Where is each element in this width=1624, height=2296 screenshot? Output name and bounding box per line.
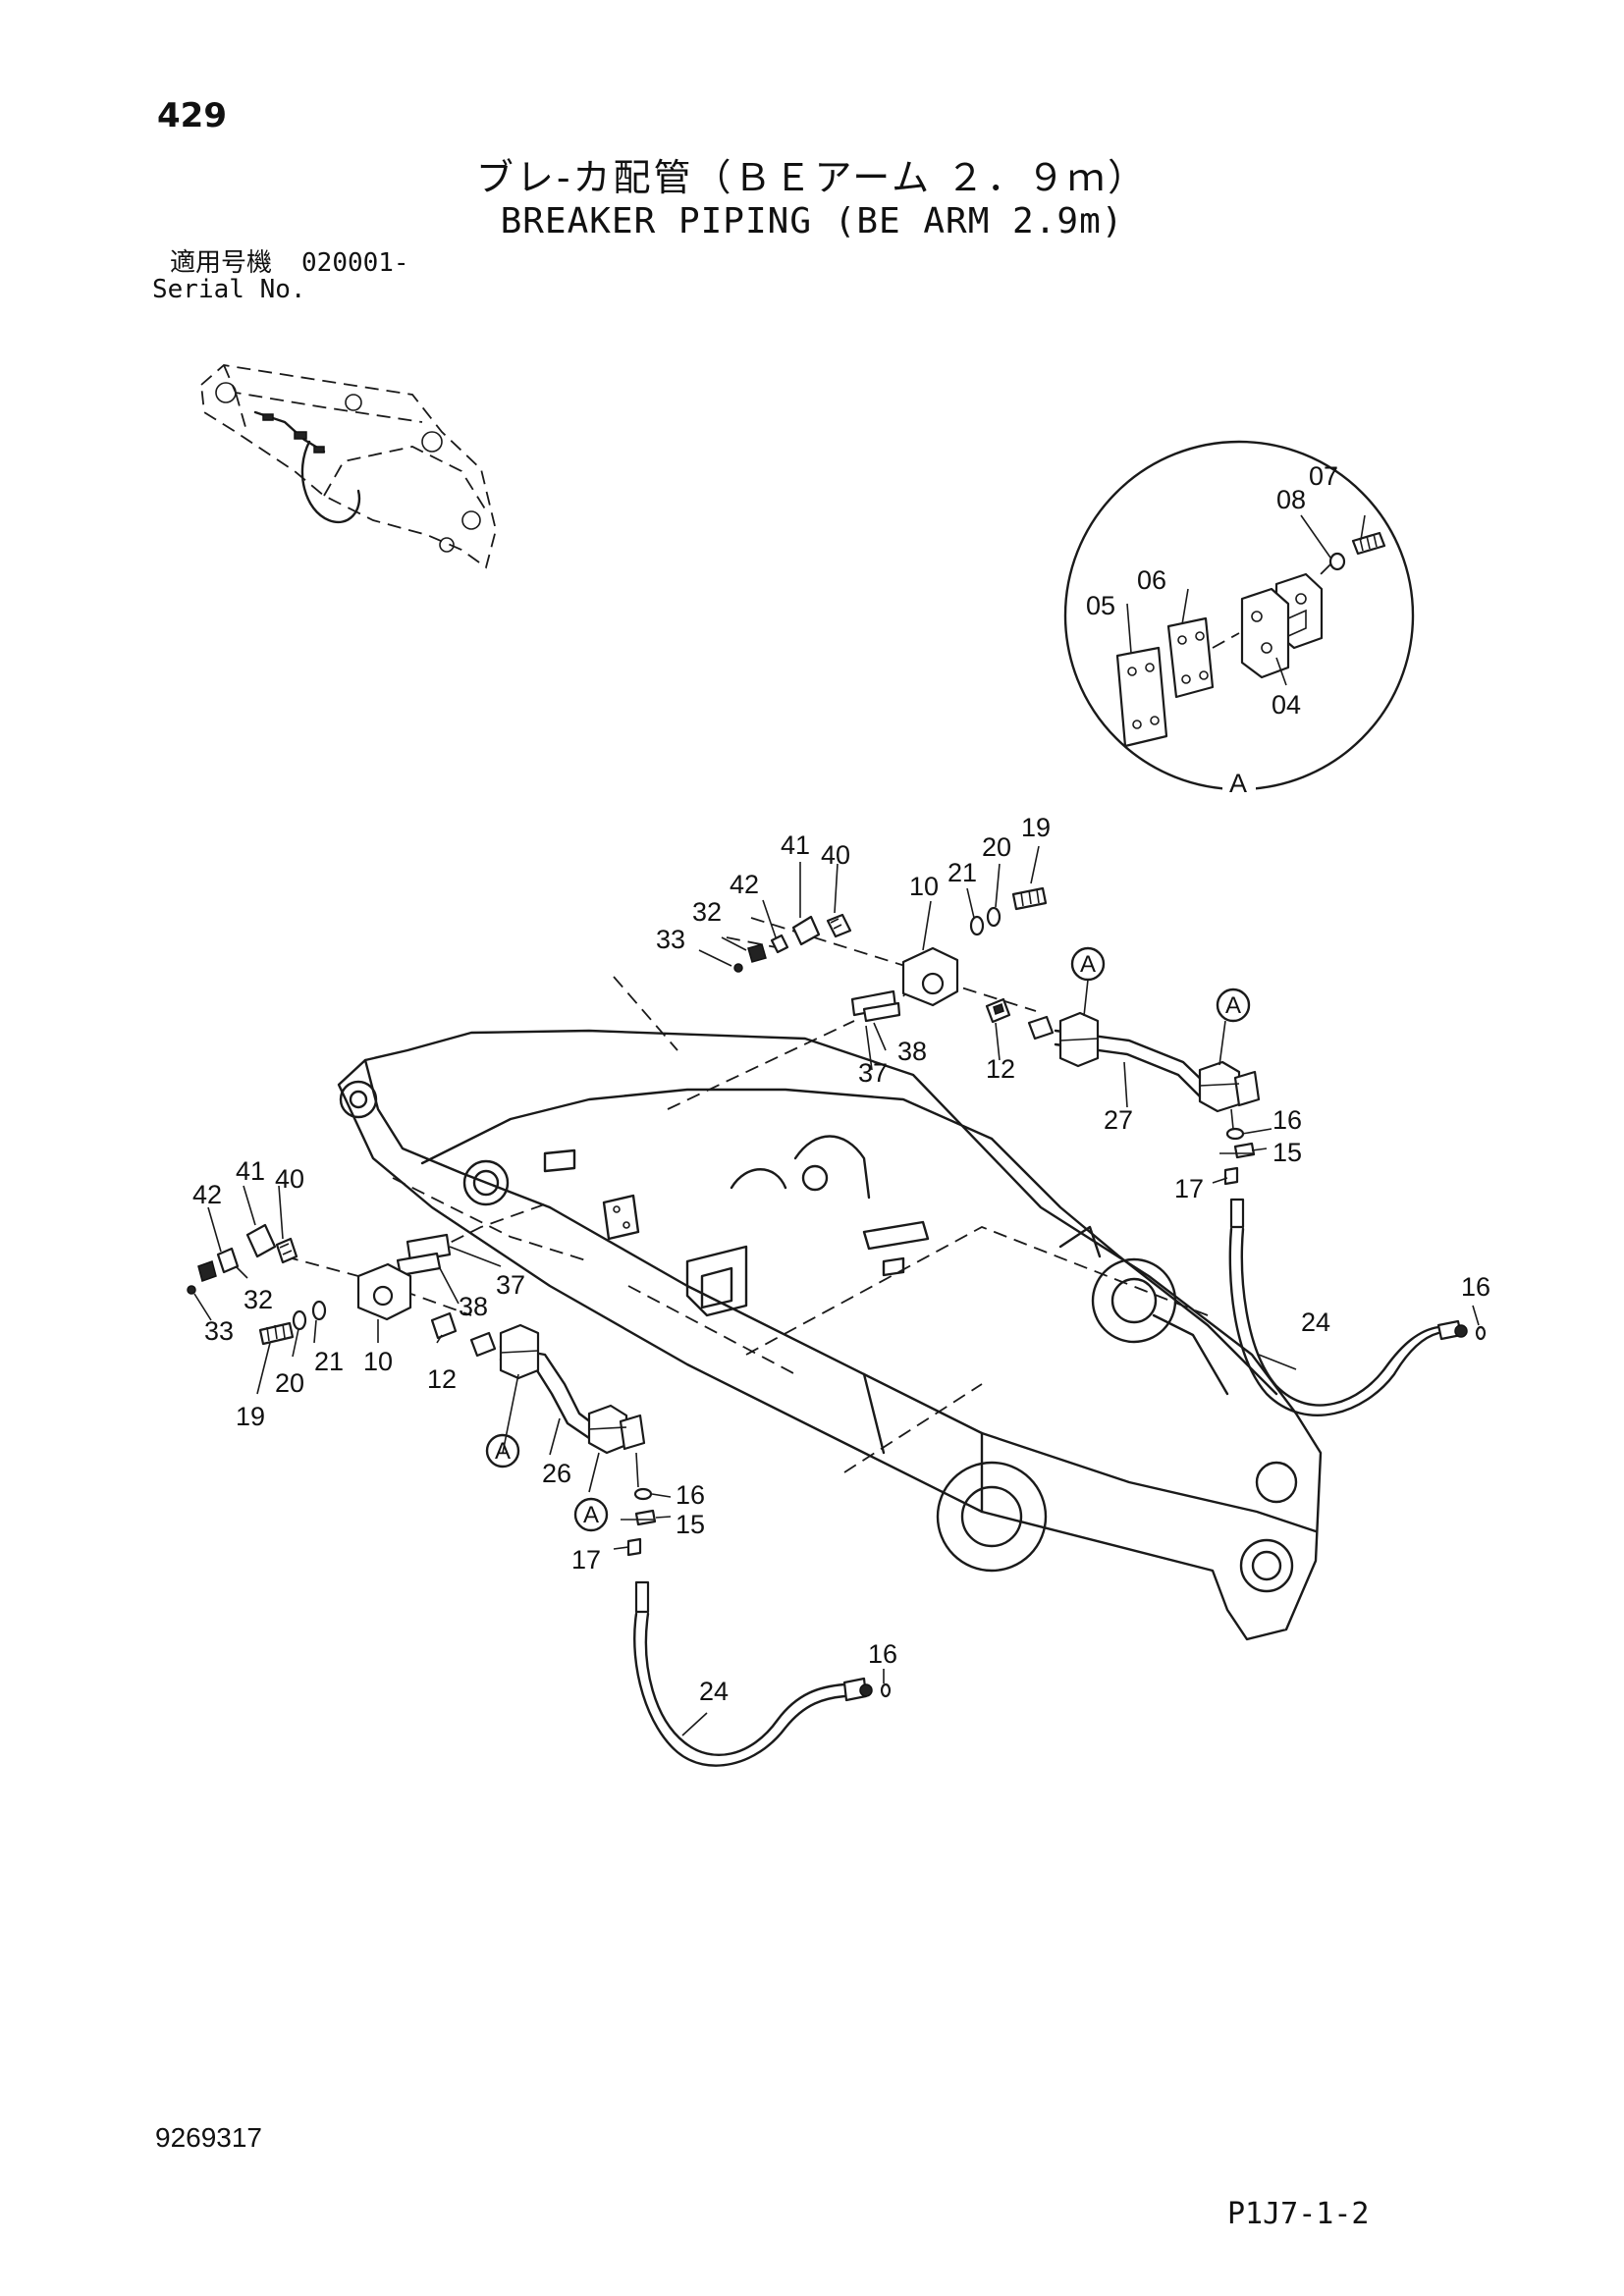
marker-a-2: A (1225, 992, 1241, 1019)
detail-a-label: A (1229, 769, 1247, 798)
label-33-upper: 33 (656, 925, 685, 954)
label-32-upper: 32 (692, 897, 722, 927)
label-17-upper: 17 (1174, 1174, 1204, 1203)
marker-a-4: A (583, 1502, 599, 1528)
label-19-upper: 19 (1021, 813, 1051, 842)
serial-label-en: Serial No. (152, 275, 306, 304)
label-10-upper: 10 (909, 872, 939, 901)
label-40-upper: 40 (821, 840, 850, 870)
title-english: BREAKER PIPING (BE ARM 2.9m) (500, 201, 1124, 241)
page-number: 429 (157, 96, 227, 135)
label-41-lower: 41 (236, 1156, 265, 1186)
marker-a-3: A (495, 1438, 511, 1465)
label-24-lower: 24 (699, 1677, 729, 1706)
upper-piping-assembly (613, 886, 1487, 1416)
serial-range: 020001- (301, 248, 409, 278)
label-21-lower: 21 (314, 1347, 344, 1376)
label-41-upper: 41 (781, 830, 810, 860)
label-05: 05 (1086, 591, 1115, 620)
label-42-upper: 42 (730, 870, 759, 899)
circle-a-markers: A A A A A (485, 769, 1251, 1532)
label-10-lower: 10 (363, 1347, 393, 1376)
part-labels: 07 08 06 05 04 19 41 40 20 42 21 10 32 3… (192, 461, 1490, 1706)
label-16-upper: 16 (1272, 1105, 1302, 1135)
label-40-lower: 40 (275, 1164, 304, 1194)
label-19-lower: 19 (236, 1402, 265, 1431)
label-04: 04 (1272, 690, 1301, 720)
label-32-lower: 32 (244, 1285, 273, 1314)
label-08: 08 (1276, 485, 1306, 514)
lower-piping-assembly (187, 1201, 892, 1767)
label-38-lower: 38 (459, 1292, 488, 1321)
label-15-lower: 15 (676, 1510, 705, 1539)
label-37-lower: 37 (496, 1270, 525, 1300)
label-16-lower-hose: 16 (868, 1639, 897, 1669)
label-27: 27 (1104, 1105, 1133, 1135)
label-12-lower: 12 (427, 1364, 457, 1394)
serial-info: 適用号機 020001- Serial No. (152, 250, 409, 303)
label-37-upper: 37 (858, 1058, 888, 1088)
label-16-upper-hose: 16 (1461, 1272, 1490, 1302)
label-07: 07 (1309, 461, 1338, 491)
label-16-lower: 16 (676, 1480, 705, 1510)
title-japanese: ブレ-カ配管（ＢＥアーム ２．９ｍ） (475, 156, 1149, 199)
document-number: 9269317 (155, 2122, 263, 2153)
label-24-upper: 24 (1301, 1308, 1330, 1337)
detail-view-a (1063, 440, 1415, 799)
thumbnail-arm-drawing (200, 364, 497, 569)
label-42-lower: 42 (192, 1180, 222, 1209)
label-20-upper: 20 (982, 832, 1011, 862)
label-33-lower: 33 (204, 1316, 234, 1346)
serial-label-jp: 適用号機 (170, 248, 273, 278)
marker-a-1: A (1080, 951, 1096, 978)
leader-lines (193, 845, 1480, 1736)
label-06: 06 (1137, 565, 1166, 595)
page-reference: P1J7-1-2 (1227, 2197, 1370, 2231)
label-38-upper: 38 (897, 1037, 927, 1066)
label-12-upper: 12 (986, 1054, 1015, 1084)
arm-body (337, 1029, 1323, 1641)
label-17-lower: 17 (571, 1545, 601, 1575)
label-20-lower: 20 (275, 1368, 304, 1398)
label-15-upper: 15 (1272, 1138, 1302, 1167)
label-21-upper: 21 (947, 858, 977, 887)
label-26: 26 (542, 1459, 571, 1488)
